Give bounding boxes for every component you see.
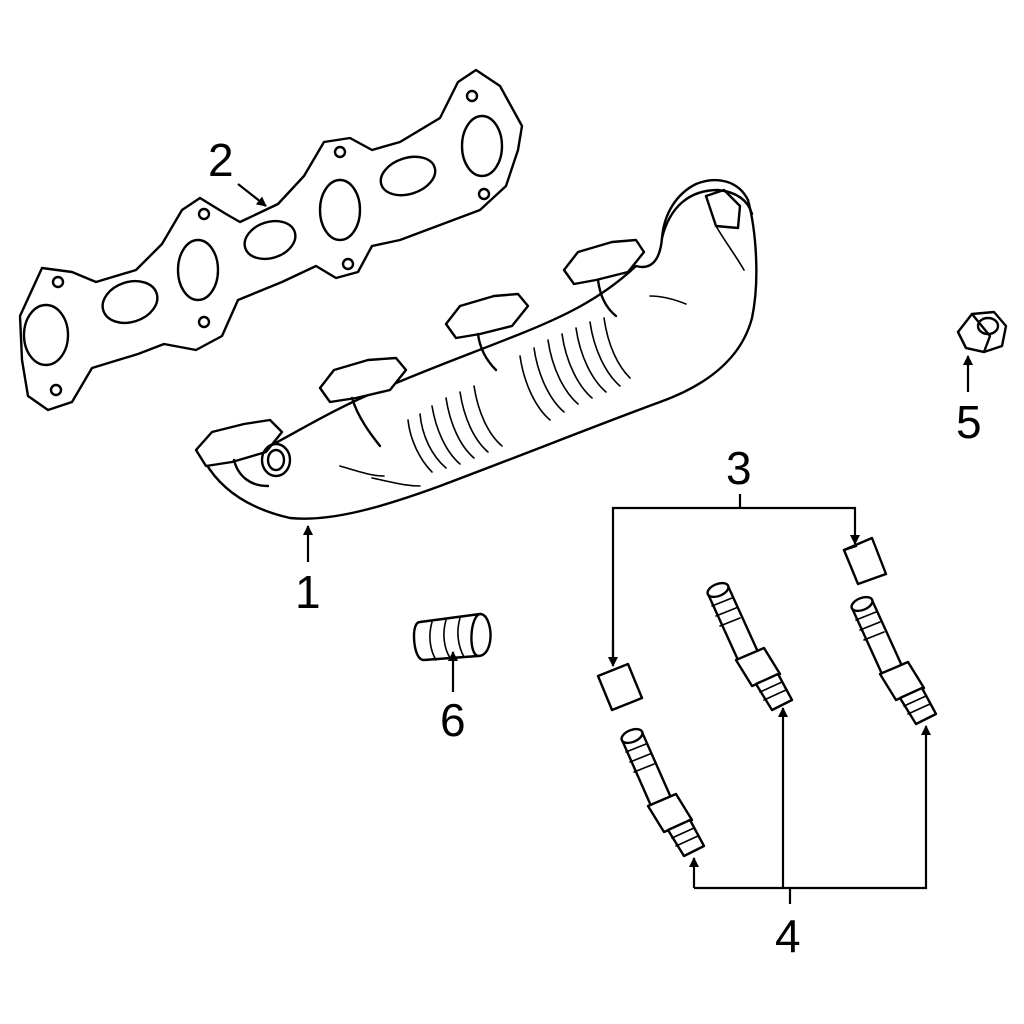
stud-spacer-upper (842, 536, 888, 586)
leader-3-bracket (611, 506, 860, 662)
leader-lines (237, 183, 973, 904)
manifold-nut (956, 310, 1008, 354)
exhaust-manifold (194, 178, 758, 520)
manifold-stud-middle (706, 581, 794, 712)
stud-spacer-lower (596, 662, 644, 712)
callout-2: 2 (208, 134, 234, 186)
callout-3: 3 (726, 442, 752, 494)
manifold-stud-right (850, 595, 938, 726)
manifold-stud-left (620, 727, 706, 858)
leader-4-bracket (694, 725, 931, 890)
exhaust-manifold-gasket (18, 68, 524, 412)
callout-labels: 1 2 3 4 5 6 (208, 134, 982, 962)
leader-2 (237, 183, 267, 207)
callout-4: 4 (775, 910, 801, 962)
callout-6: 6 (440, 694, 466, 746)
callout-1: 1 (295, 566, 321, 618)
callout-5: 5 (956, 396, 982, 448)
